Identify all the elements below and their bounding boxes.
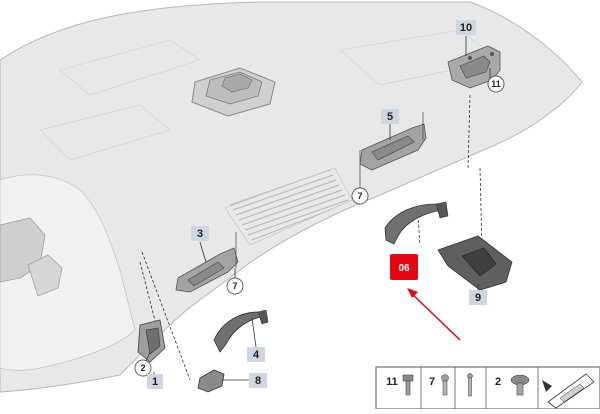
svg-text:11: 11	[386, 376, 398, 388]
svg-text:4: 4	[253, 349, 260, 361]
part-10-bracket	[447, 45, 501, 89]
svg-text:7: 7	[429, 376, 435, 388]
svg-text:10: 10	[460, 22, 472, 34]
headliner	[0, 1, 583, 393]
callout-8: 8	[249, 373, 267, 388]
svg-text:2: 2	[140, 363, 145, 373]
callout-10: 10	[456, 20, 476, 35]
callout-3: 3	[191, 226, 209, 241]
legend-item-2: 2	[495, 374, 530, 396]
svg-text:11: 11	[491, 79, 501, 89]
red-pointer-arrow	[407, 288, 461, 341]
callout-11: 11	[487, 75, 505, 93]
legend-item-pin	[467, 373, 473, 397]
svg-text:7: 7	[357, 191, 362, 201]
part-8-clip	[197, 369, 225, 393]
parts-arrow-icon	[542, 373, 595, 409]
part-06-grab-handle	[384, 201, 449, 245]
legend-item-7: 7	[429, 374, 449, 396]
callout-5: 5	[381, 109, 399, 124]
callout-4: 4	[247, 347, 265, 362]
callout-7-lower: 7	[226, 277, 244, 295]
part-1-trim	[137, 319, 166, 363]
parts-legend: 11 7 2	[375, 366, 600, 410]
part-9-cover	[437, 235, 513, 291]
callout-9: 9	[469, 290, 487, 305]
svg-text:3: 3	[197, 228, 203, 240]
svg-text:8: 8	[255, 375, 261, 387]
part-4-grab-handle	[213, 309, 269, 353]
legend-item-11: 11	[386, 374, 414, 396]
svg-text:9: 9	[475, 292, 481, 304]
svg-text:5: 5	[387, 111, 393, 123]
screw-icon	[402, 374, 414, 396]
svg-text:06: 06	[398, 263, 410, 274]
highlight-06-tag[interactable]: 06	[390, 254, 418, 280]
callout-7-upper: 7	[351, 187, 369, 205]
callout-1: 1	[147, 374, 163, 389]
svg-text:1: 1	[152, 376, 158, 388]
part-5-bracket	[359, 112, 427, 188]
svg-text:2: 2	[495, 376, 501, 388]
clip-icon	[441, 374, 449, 396]
svg-text:7: 7	[232, 281, 237, 291]
part-3-bracket	[175, 232, 239, 293]
bolt-icon	[510, 374, 530, 396]
callout-2: 2	[134, 359, 152, 377]
pin-icon	[467, 373, 473, 397]
